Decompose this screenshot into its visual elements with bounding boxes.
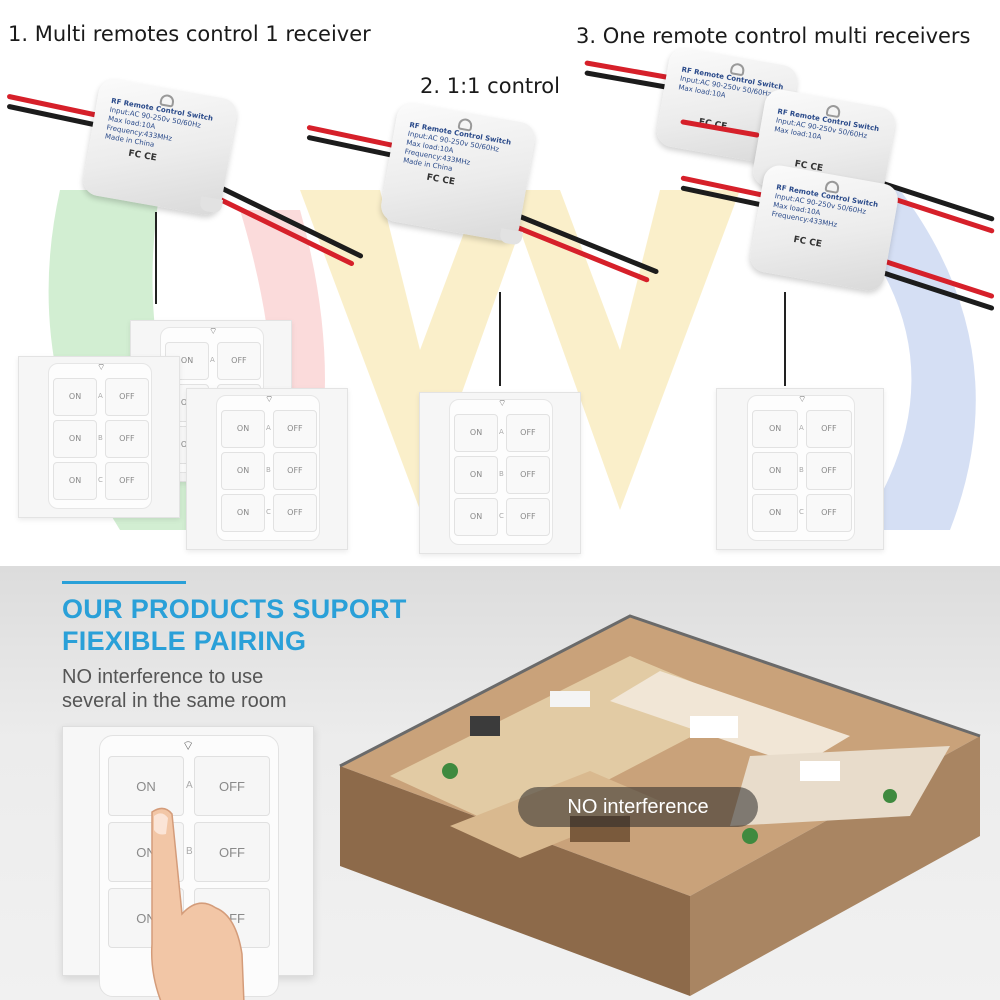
caption-multi-remotes: 1. Multi remotes control 1 receiver — [8, 22, 371, 46]
row-label: C — [97, 475, 103, 484]
on-button-b[interactable]: ON — [53, 419, 97, 458]
row-label-a: A — [186, 780, 193, 791]
headline-line-2: FIEXIBLE PAIRING — [62, 626, 307, 656]
off-button-a[interactable]: OFF — [805, 410, 852, 448]
off-button-a[interactable]: OFF — [272, 410, 317, 448]
on-button-a[interactable]: ON — [454, 414, 498, 452]
accent-bar — [62, 581, 186, 584]
on-button-b[interactable]: ON — [221, 451, 265, 490]
off-button-a[interactable]: OFF — [505, 414, 550, 452]
off-button-c[interactable]: OFF — [104, 461, 149, 500]
on-button-b[interactable]: ON — [752, 451, 798, 490]
on-button-b[interactable]: ON — [454, 455, 498, 494]
connector-line — [784, 292, 786, 386]
off-button-b[interactable]: OFF — [194, 822, 270, 882]
row-label: B — [498, 469, 504, 478]
wifi-icon: ⌔ — [182, 739, 195, 754]
promo-section: OUR PRODUCTS SUPORT FIEXIBLE PAIRING NO … — [0, 566, 1000, 1000]
off-button-a[interactable]: OFF — [194, 756, 270, 816]
row-label: A — [97, 391, 103, 400]
off-button-a[interactable]: OFF — [104, 378, 149, 416]
on-button-c[interactable]: ON — [221, 493, 265, 532]
headline-line-1: OUR PRODUCTS SUPORT — [62, 594, 407, 624]
on-button-c[interactable]: ON — [53, 461, 97, 500]
row-label-b: B — [186, 846, 193, 857]
row-label: B — [265, 465, 271, 474]
wifi-icon: ⌔ — [797, 395, 807, 405]
caption-multi-receivers: 3. One remote control multi receivers — [576, 24, 971, 48]
off-button-b[interactable]: OFF — [272, 451, 317, 490]
on-button-a[interactable]: ON — [108, 756, 184, 816]
off-button-b[interactable]: OFF — [805, 451, 852, 490]
on-button-a[interactable]: ON — [752, 410, 798, 448]
off-button-c[interactable]: OFF — [805, 493, 852, 532]
caption-one-to-one: 2. 1:1 control — [420, 74, 560, 98]
certification-marks: FC CE — [127, 148, 158, 164]
wifi-icon: ⌔ — [208, 327, 218, 337]
pairing-modes-section: 1. Multi remotes control 1 receiver 2. 1… — [6, 22, 995, 554]
row-label: B — [798, 465, 804, 474]
row-label: C — [498, 511, 504, 520]
no-interference-badge: NO interference — [518, 787, 758, 827]
row-label: A — [498, 427, 504, 436]
row-label: C — [798, 507, 804, 516]
row-label: A — [209, 355, 215, 364]
on-button-c[interactable]: ON — [454, 497, 498, 536]
row-label: A — [265, 423, 271, 432]
on-button-a[interactable]: ON — [53, 378, 97, 416]
finger-pressing-icon — [150, 807, 245, 1000]
subline-1: NO interference to use — [62, 666, 264, 688]
row-label: B — [97, 433, 103, 442]
connector-line — [155, 212, 157, 304]
off-button-c[interactable]: OFF — [272, 493, 317, 532]
off-button-c[interactable]: OFF — [505, 497, 550, 536]
row-label: A — [798, 423, 804, 432]
subline-2: several in the same room — [62, 690, 287, 712]
row-label: C — [265, 507, 271, 516]
off-button-b[interactable]: OFF — [104, 419, 149, 458]
on-button-c[interactable]: ON — [752, 493, 798, 532]
off-button-b[interactable]: OFF — [505, 455, 550, 494]
on-button-a[interactable]: ON — [221, 410, 265, 448]
connector-line — [499, 292, 501, 386]
wifi-icon: ⌔ — [264, 395, 274, 405]
wifi-icon: ⌔ — [96, 363, 106, 373]
wifi-icon: ⌔ — [497, 399, 507, 409]
off-button-a[interactable]: OFF — [216, 342, 261, 380]
